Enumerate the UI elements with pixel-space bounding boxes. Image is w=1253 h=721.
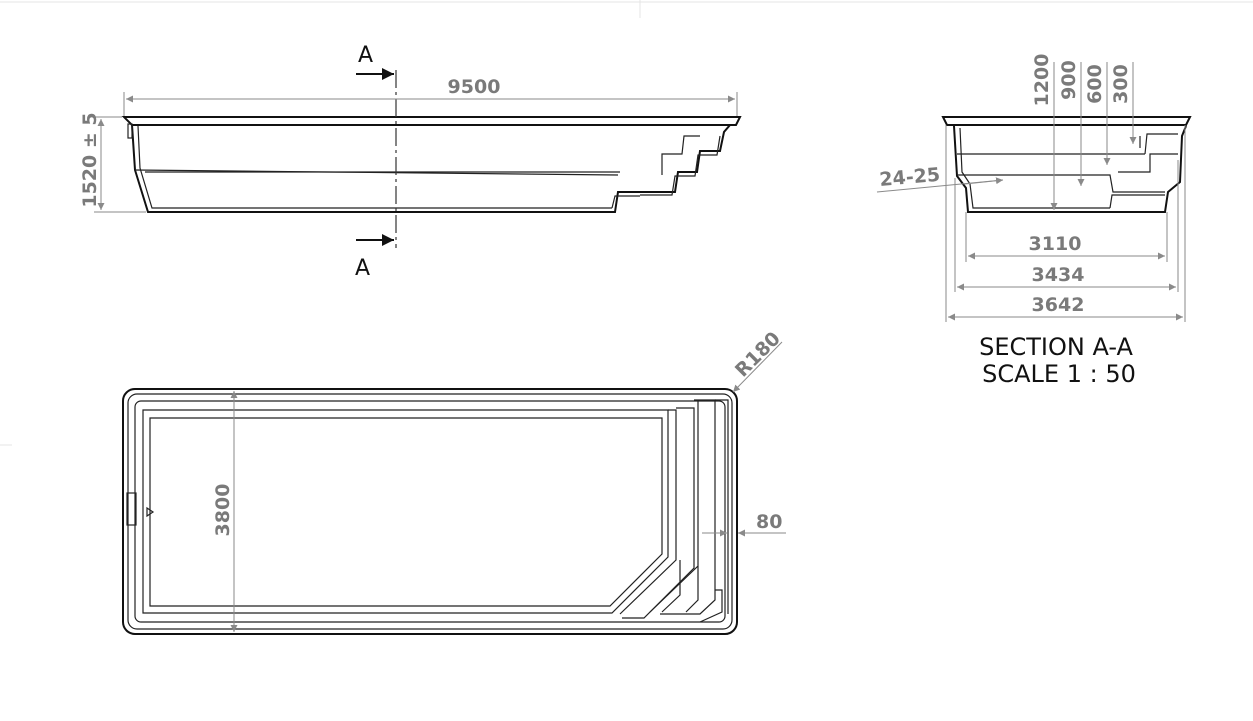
wall-angle-label: 24-25	[879, 164, 941, 191]
side-view: A A 9500 1520 ± 5	[79, 43, 742, 281]
depth-dimension: 1520 ± 5	[79, 112, 101, 207]
cut-label-bottom: A	[355, 256, 370, 281]
length-dimension: 9500	[448, 76, 501, 98]
depth-label-300: 300	[1110, 64, 1132, 104]
width-label-3642: 3642	[1032, 294, 1085, 316]
cut-label-top: A	[358, 43, 373, 68]
step-offset-label: 80	[756, 511, 782, 533]
section-view: 1200 900 600 300 24-25 3110 3434 3642 SE…	[876, 54, 1192, 388]
corner-radius-label: R180	[731, 328, 785, 382]
sheet-border	[0, 0, 1253, 446]
section-scale: SCALE 1 : 50	[982, 360, 1136, 388]
plan-width-dimension: 3800	[212, 484, 234, 537]
depth-label-900: 900	[1058, 60, 1080, 100]
depth-label-1200: 1200	[1031, 54, 1053, 107]
width-label-3434: 3434	[1032, 264, 1085, 286]
depth-label-600: 600	[1084, 64, 1106, 104]
plan-view: 3800 R180 80	[122, 328, 786, 635]
section-title: SECTION A-A	[979, 333, 1133, 361]
width-label-3110: 3110	[1029, 233, 1082, 255]
